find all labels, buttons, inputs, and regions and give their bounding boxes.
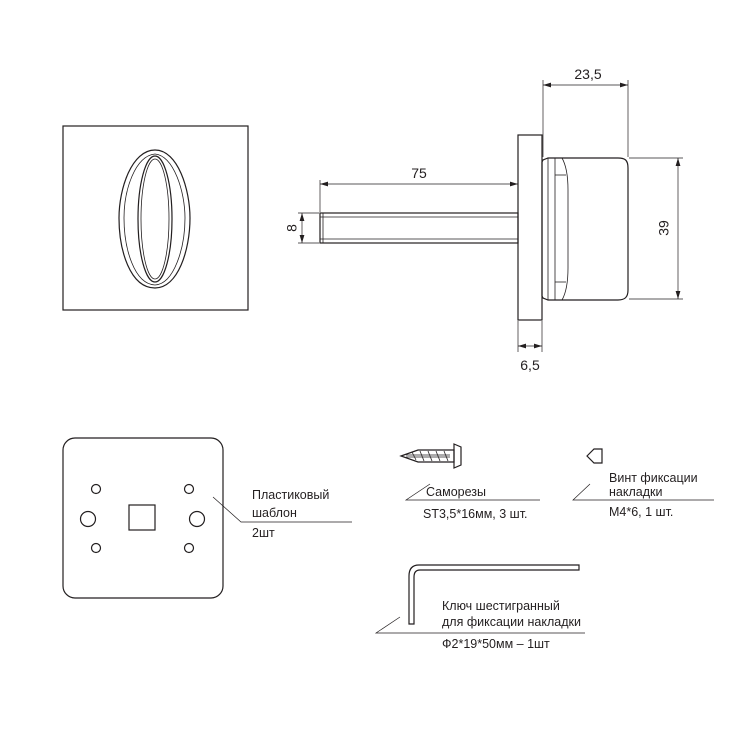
dim-knob-diameter: 39 [656,220,672,236]
rose-square-outline [62,125,249,311]
fix-screw-label-line1: Винт фиксации [609,471,698,485]
screw-head [453,443,462,469]
self-tapping-screw: Саморезы ST3,5*16мм, 3 шт. [399,443,540,521]
rose-plate-side [517,134,543,321]
dim-knob-depth: 23,5 [574,66,601,82]
spindle [319,212,519,244]
hex-key-label-spec: Ф2*19*50мм – 1шт [442,637,550,651]
thumbturn-outer [118,149,191,289]
fix-screw-label-spec: М4*6, 1 шт. [609,505,673,519]
dim-rose-thickness: 6,5 [520,357,540,373]
thumbturn-outer-edge [123,153,186,286]
template-label-qty: 2шт [252,526,275,540]
hex-key-label-line1: Ключ шестигранный [442,599,560,613]
template-label-line1: Пластиковый [252,488,329,502]
plastic-template: Пластиковый шаблон 2шт [62,437,352,599]
template-label-line2: шаблон [252,506,297,520]
template-hole [183,542,195,554]
dim-spindle-size: 8 [284,224,300,232]
template-hole [90,542,102,554]
hex-key: Ключ шестигранный для фиксации накладки … [374,564,585,651]
template-square-hole [128,504,156,531]
fixing-screw: Винт фиксации накладки М4*6, 1 шт. [572,448,714,519]
thumbturn-inner-edge [140,158,170,280]
template-outline [62,437,224,599]
knob-body [541,157,629,301]
template-hole-large [188,510,206,528]
dimension-lines: 75 8 23,5 39 6,5 [284,66,683,373]
hex-key-shape [408,564,580,625]
front-view-rose [62,125,249,311]
template-hole-large [79,510,97,528]
screws-label-name: Саморезы [426,485,486,499]
screws-label-spec: ST3,5*16мм, 3 шт. [423,507,528,521]
fixing-screw-shape [586,448,603,464]
thumbturn-inner-ellipse [137,155,173,283]
template-hole [90,483,102,495]
template-hole [183,483,195,495]
hex-key-label-line2: для фиксации накладки [442,615,581,629]
side-view [319,134,629,321]
fix-screw-label-line2: накладки [609,485,662,499]
dim-spindle-length: 75 [411,165,427,181]
